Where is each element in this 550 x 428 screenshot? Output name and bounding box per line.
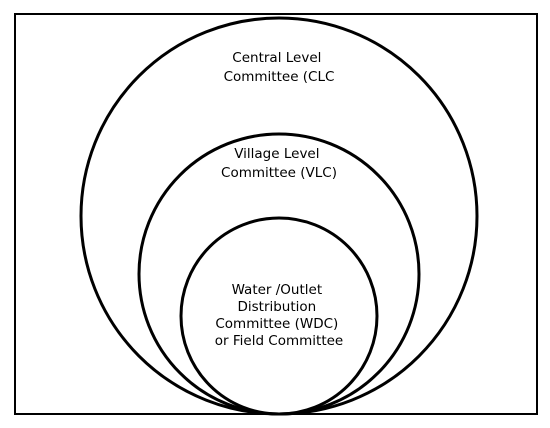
central-level-committee-label: Central Level Committee (CLC <box>224 50 335 85</box>
water-distribution-committee-label-line: Committee (WDC) <box>215 316 338 332</box>
water-distribution-committee-label: Water /Outlet Distribution Committee (WD… <box>215 282 344 349</box>
diagram-frame <box>14 13 538 415</box>
village-level-committee-label-line: Village Level <box>234 146 319 162</box>
village-level-committee-label: Village Level Committee (VLC) <box>221 146 337 181</box>
village-level-committee-label-line: Committee (VLC) <box>221 165 337 181</box>
water-distribution-committee-label-line: Distribution <box>237 299 316 315</box>
water-distribution-committee-circle <box>179 216 379 416</box>
water-distribution-committee-label-line: Water /Outlet <box>232 282 323 298</box>
water-distribution-committee-label-line: or Field Committee <box>215 333 344 349</box>
central-level-committee-label-line: Central Level <box>232 50 321 66</box>
central-level-committee-label-line: Committee (CLC <box>224 69 335 85</box>
